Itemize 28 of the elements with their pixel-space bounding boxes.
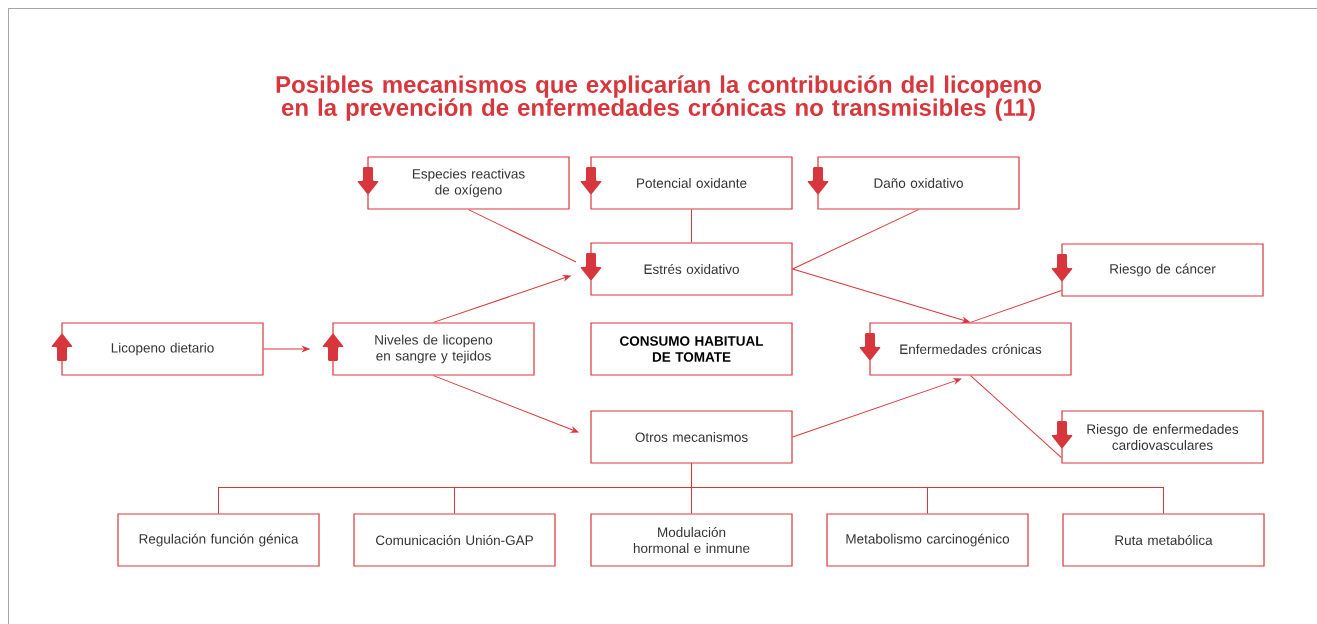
process-box: Regulación función génica (117, 513, 320, 567)
process-box: Riesgo de cáncer (1061, 243, 1264, 297)
process-box: CONSUMO HABITUAL DE TOMATE (590, 322, 793, 376)
process-box: Daño oxidativo (817, 156, 1020, 210)
process-box: Modulación hormonal e inmune (590, 513, 793, 567)
process-box: Potencial oxidante (590, 156, 793, 210)
arrow (792, 268, 970, 324)
process-box: Niveles de licopeno en sangre y tejidos (332, 322, 535, 376)
connector-line (970, 290, 1062, 323)
process-box: Licopeno dietario (61, 322, 264, 376)
title: Posibles mecanismos que explicarían la contribución del licopeno en la prevención de enfermedades crónicas no transmisibles (11) (276, 75, 1041, 121)
connector-line (691, 463, 1164, 514)
process-box: Otros mecanismos (590, 410, 793, 464)
connector-line (691, 209, 692, 243)
process-box: Ruta metabólica (1062, 513, 1265, 567)
process-box: Especies reactivas de oxígeno (367, 156, 570, 210)
arrow (433, 375, 579, 433)
connector-line (970, 375, 1062, 459)
process-box: Estrés oxidativo (590, 242, 793, 296)
arrow (433, 275, 571, 323)
arrow (263, 346, 310, 352)
arrow (792, 378, 962, 438)
connector-line (468, 209, 577, 263)
connector-line (792, 209, 919, 270)
process-box: Enfermedades crónicas (869, 322, 1072, 376)
process-box: Riesgo de enfermedades cardiovasculares (1061, 410, 1264, 464)
process-box: Metabolismo carcinogénico (826, 513, 1029, 567)
process-box: Comunicación Unión-GAP (353, 513, 556, 567)
